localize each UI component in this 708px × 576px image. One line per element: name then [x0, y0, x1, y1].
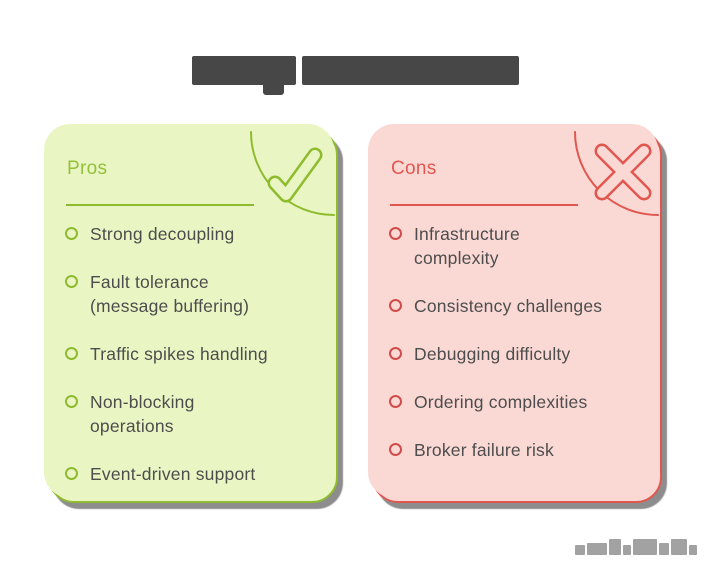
- cons-divider: [390, 204, 578, 206]
- cons-card: Cons Infrastructure complexity Consisten…: [372, 129, 662, 503]
- bullet-circle-icon: [65, 395, 78, 408]
- item-text: Traffic spikes handling: [90, 344, 268, 364]
- redaction-block: [263, 83, 284, 95]
- bullet-circle-icon: [389, 443, 402, 456]
- redaction-block: [623, 545, 631, 555]
- redaction-block: [192, 56, 296, 85]
- redaction-block: [575, 545, 585, 555]
- list-item: Non-blocking operations: [65, 390, 326, 438]
- check-icon: [250, 131, 335, 216]
- redaction-block: [609, 539, 621, 555]
- bullet-circle-icon: [65, 467, 78, 480]
- redaction-block: [659, 543, 669, 555]
- list-item: Event-driven support: [65, 462, 326, 486]
- bullet-circle-icon: [65, 347, 78, 360]
- bullet-circle-icon: [65, 275, 78, 288]
- item-text: Non-blocking operations: [90, 392, 195, 436]
- list-item: Consistency challenges: [389, 294, 650, 318]
- list-item: Traffic spikes handling: [65, 342, 326, 366]
- bullet-circle-icon: [389, 395, 402, 408]
- redaction-block: [587, 543, 607, 555]
- item-text: Debugging difficulty: [414, 344, 571, 364]
- pros-divider: [66, 204, 254, 206]
- bullet-circle-icon: [389, 299, 402, 312]
- list-item: Strong decoupling: [65, 222, 326, 246]
- cons-list: Infrastructure complexity Consistency ch…: [374, 222, 660, 462]
- redaction-block: [302, 56, 519, 85]
- x-icon: [574, 131, 659, 216]
- item-text: Ordering complexities: [414, 392, 588, 412]
- pros-cons-diagram: Pros Strong decoupling Fault tolerance (…: [48, 129, 662, 503]
- item-text: Infrastructure complexity: [414, 224, 520, 268]
- bullet-circle-icon: [65, 227, 78, 240]
- list-item: Debugging difficulty: [389, 342, 650, 366]
- list-item: Infrastructure complexity: [389, 222, 650, 270]
- redaction-block: [671, 539, 687, 555]
- item-text: Fault tolerance (message buffering): [90, 272, 250, 316]
- pros-card: Pros Strong decoupling Fault tolerance (…: [48, 129, 338, 503]
- item-text: Broker failure risk: [414, 440, 554, 460]
- page-title-redacted: [192, 56, 519, 95]
- item-text: Consistency challenges: [414, 296, 603, 316]
- redaction-block: [689, 545, 697, 555]
- list-item: Broker failure risk: [389, 438, 650, 462]
- list-item: Ordering complexities: [389, 390, 650, 414]
- item-text: Strong decoupling: [90, 224, 235, 244]
- watermark-redacted: [575, 537, 697, 557]
- item-text: Event-driven support: [90, 464, 256, 484]
- list-item: Fault tolerance (message buffering): [65, 270, 326, 318]
- redaction-block: [633, 539, 657, 555]
- bullet-circle-icon: [389, 347, 402, 360]
- pros-card-title: Pros: [67, 158, 108, 179]
- pros-list: Strong decoupling Fault tolerance (messa…: [50, 222, 336, 486]
- cons-card-title: Cons: [391, 158, 437, 179]
- bullet-circle-icon: [389, 227, 402, 240]
